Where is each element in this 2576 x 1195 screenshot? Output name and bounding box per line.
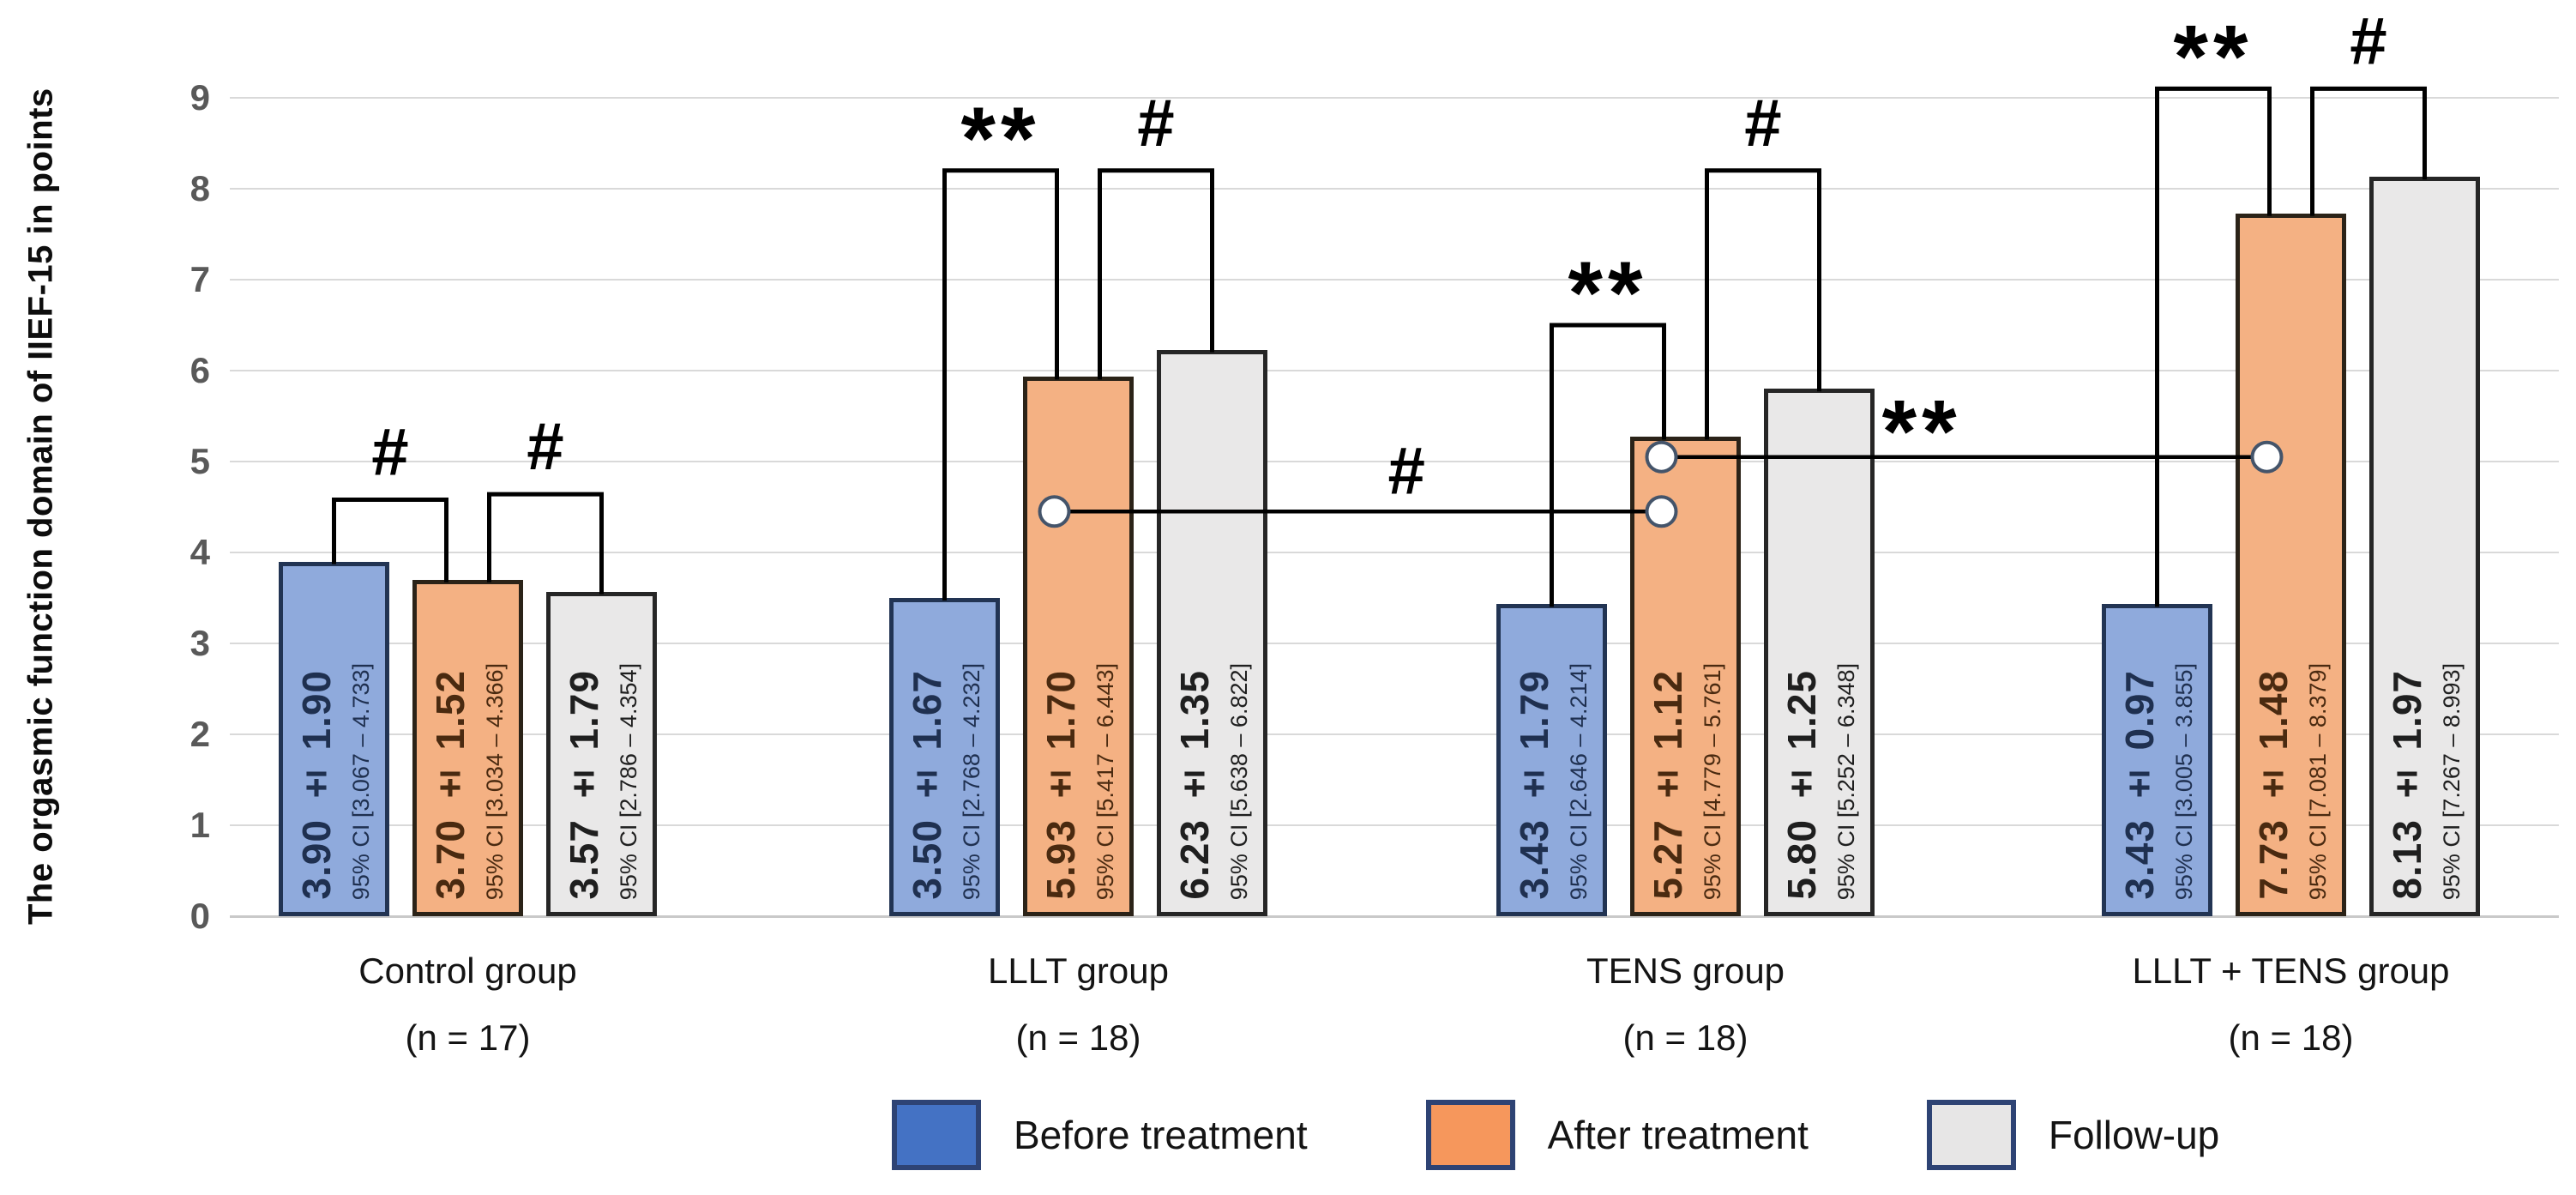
bar-value-label: 5.93 ± 1.70 <box>1038 670 1083 900</box>
significance-symbol: ** <box>1568 244 1648 343</box>
significance-symbol: # <box>1137 85 1174 160</box>
bar-ci-label: 95% CI [4.779 – 5.761] <box>1700 662 1725 900</box>
gridline <box>230 552 2559 553</box>
bar-ci-label: 95% CI [7.267 – 8.993] <box>2439 662 2465 900</box>
y-axis-tick-label: 6 <box>190 350 210 390</box>
y-axis-tick-label: 3 <box>190 623 210 663</box>
gridline <box>230 461 2559 462</box>
significance-symbol: # <box>1387 432 1424 508</box>
significance-symbol: ** <box>961 89 1041 189</box>
legend: Before treatment After treatment Follow-up <box>892 1100 2219 1170</box>
gridline <box>230 97 2559 99</box>
significance-symbol: ** <box>2174 7 2254 106</box>
legend-label: Follow-up <box>2048 1113 2220 1157</box>
bar-tens-group-after-treatment: 5.27 ± 1.12 95% CI [4.779 – 5.761] <box>1630 437 1741 916</box>
y-axis-tick-label: 4 <box>190 532 210 572</box>
bar-control-group-before-treatment: 3.90 ± 1.90 95% CI [3.067 – 4.733] <box>279 561 389 916</box>
bar-ci-label: 95% CI [3.067 – 4.733] <box>348 662 374 900</box>
legend-label: Before treatment <box>1014 1113 1308 1157</box>
bar-value-label: 3.57 ± 1.79 <box>562 670 606 900</box>
bar-control-group-follow-up: 3.57 ± 1.79 95% CI [2.786 – 4.354] <box>546 591 657 916</box>
bar-value-label: 6.23 ± 1.35 <box>1172 670 1217 900</box>
bar-ci-label: 95% CI [5.252 – 6.348] <box>1833 662 1859 900</box>
bar-ci-label: 95% CI [3.005 – 3.855] <box>2171 662 2197 900</box>
y-axis-tick-label: 9 <box>190 77 210 118</box>
bar-lllt-tens-group-follow-up: 8.13 ± 1.97 95% CI [7.267 – 8.993] <box>2369 177 2480 916</box>
bar-lllt-group-before-treatment: 3.50 ± 1.67 95% CI [2.768 – 4.232] <box>889 598 1000 916</box>
y-axis-tick-label: 2 <box>190 714 210 754</box>
gridline <box>230 733 2559 735</box>
legend-item-follow-up: Follow-up <box>1926 1100 2220 1170</box>
group-label: LLLT + TENS group <box>2132 951 2450 991</box>
legend-swatch <box>1926 1100 2016 1170</box>
group-label: Control group <box>358 951 577 991</box>
legend-swatch <box>1425 1100 1515 1170</box>
bar-value-label: 5.27 ± 1.12 <box>1646 670 1690 900</box>
significance-symbol: ** <box>1882 383 1962 482</box>
group-n-label: (n = 18) <box>2228 1017 2354 1058</box>
bar-value-label: 3.50 ± 1.67 <box>905 670 949 900</box>
gridline <box>230 824 2559 826</box>
y-axis-tick-label: 0 <box>190 896 210 936</box>
significance-symbol: # <box>371 414 408 490</box>
bar-value-label: 8.13 ± 1.97 <box>2385 670 2429 900</box>
bar-ci-label: 95% CI [2.646 – 4.214] <box>1566 662 1592 900</box>
gridline <box>230 279 2559 281</box>
bar-control-group-after-treatment: 3.70 ± 1.52 95% CI [3.034 – 4.366] <box>412 579 523 916</box>
y-axis-tick-label: 1 <box>190 805 210 845</box>
group-label: TENS group <box>1586 951 1785 991</box>
legend-item-after-treatment: After treatment <box>1425 1100 1809 1170</box>
bar-ci-label: 95% CI [7.081 – 8.379] <box>2305 662 2331 900</box>
bar-value-label: 3.43 ± 1.79 <box>1512 670 1556 900</box>
bar-value-label: 7.73 ± 1.48 <box>2251 670 2296 900</box>
bar-value-label: 3.70 ± 1.52 <box>428 670 472 900</box>
bar-lllt-tens-group-before-treatment: 3.43 ± 0.97 95% CI [3.005 – 3.855] <box>2102 604 2212 916</box>
bar-ci-label: 95% CI [2.786 – 4.354] <box>616 662 641 900</box>
significance-bracket <box>1098 168 1214 380</box>
bar-value-label: 5.80 ± 1.25 <box>1779 670 1824 900</box>
gridline <box>230 915 2559 918</box>
legend-item-before-treatment: Before treatment <box>892 1100 1308 1170</box>
bar-ci-label: 95% CI [2.768 – 4.232] <box>959 662 984 900</box>
y-axis-tick-label: 8 <box>190 168 210 208</box>
bar-tens-group-before-treatment: 3.43 ± 1.79 95% CI [2.646 – 4.214] <box>1496 604 1607 916</box>
bar-ci-label: 95% CI [3.034 – 4.366] <box>482 662 508 900</box>
group-n-label: (n = 18) <box>1622 1017 1748 1058</box>
bar-value-label: 3.43 ± 0.97 <box>2117 670 2162 900</box>
y-axis-tick-label: 7 <box>190 259 210 299</box>
gridline <box>230 188 2559 190</box>
bar-ci-label: 95% CI [5.417 – 6.443] <box>1092 662 1118 900</box>
significance-symbol: # <box>1744 85 1781 160</box>
gridline <box>230 643 2559 644</box>
group-label: LLLT group <box>988 951 1169 991</box>
y-axis-tick-label: 5 <box>190 441 210 481</box>
bar-tens-group-follow-up: 5.80 ± 1.25 95% CI [5.252 – 6.348] <box>1764 389 1875 916</box>
legend-label: After treatment <box>1547 1113 1809 1157</box>
bar-ci-label: 95% CI [5.638 – 6.822] <box>1226 662 1252 900</box>
group-n-label: (n = 18) <box>1015 1017 1141 1058</box>
bar-lllt-group-after-treatment: 5.93 ± 1.70 95% CI [5.417 – 6.443] <box>1023 377 1134 916</box>
bar-lllt-group-follow-up: 6.23 ± 1.35 95% CI [5.638 – 6.822] <box>1157 349 1267 916</box>
bar-value-label: 3.90 ± 1.90 <box>294 670 339 900</box>
significance-symbol: # <box>2350 3 2386 78</box>
group-n-label: (n = 17) <box>405 1017 531 1058</box>
gridline <box>230 370 2559 371</box>
bar-lllt-tens-group-after-treatment: 7.73 ± 1.48 95% CI [7.081 – 8.379] <box>2236 213 2346 916</box>
y-axis-title: The orgasmic function domain of IIEF-15 … <box>21 88 60 925</box>
legend-swatch <box>892 1100 981 1170</box>
significance-symbol: # <box>527 408 563 484</box>
